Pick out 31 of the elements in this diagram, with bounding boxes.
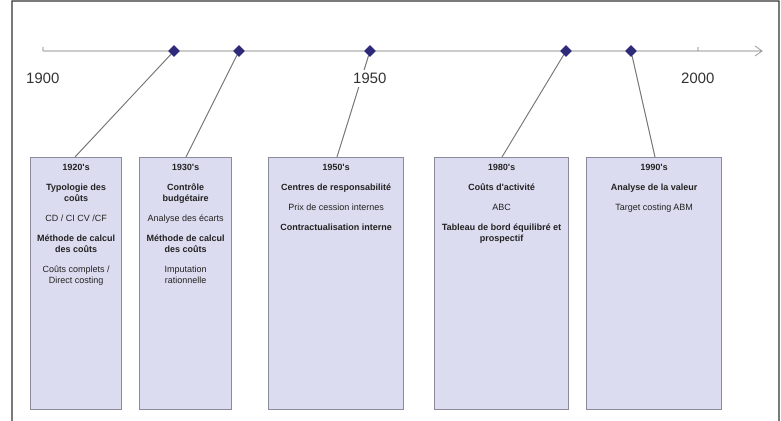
period-heading: 1950's	[321, 162, 351, 173]
period-heading: 1930's	[170, 162, 200, 173]
topic-heading: Contrôle budgétaire	[161, 182, 210, 204]
topic-detail: CD / CI CV /CF	[44, 213, 108, 224]
topic-heading: Méthode de calcul des coûts	[36, 233, 116, 255]
topic-detail: Coûts complets / Direct costing	[41, 264, 111, 286]
period-box	[30, 157, 122, 410]
topic-detail: Analyse des écarts	[146, 213, 225, 224]
period-box	[586, 157, 722, 410]
period-box	[268, 157, 404, 410]
topic-heading: Typologie des coûts	[45, 182, 107, 204]
topic-detail: Imputation rationnelle	[163, 264, 208, 286]
topic-heading: Centres de responsabilité	[280, 182, 392, 193]
topic-heading: Tableau de bord équilibré et prospectif	[440, 222, 562, 244]
period-heading: 1990's	[639, 162, 669, 173]
period-box	[434, 157, 569, 410]
topic-heading: Analyse de la valeur	[610, 182, 698, 193]
topic-detail: ABC	[491, 202, 512, 213]
period-heading: 1920's	[61, 162, 91, 173]
period-heading: 1980's	[486, 162, 516, 173]
topic-heading: Méthode de calcul des coûts	[145, 233, 226, 255]
connector-line	[186, 54, 238, 158]
connector-line	[632, 55, 656, 158]
topic-heading: Contractualisation interne	[279, 222, 393, 233]
year-label: 1950	[353, 70, 386, 87]
topic-detail: Prix de cession internes	[287, 202, 385, 213]
topic-detail: Target costing ABM	[614, 202, 694, 213]
connector-line	[502, 54, 564, 158]
topic-heading: Coûts d'activité	[467, 182, 536, 193]
period-box	[139, 157, 232, 410]
connector-line	[74, 54, 172, 158]
